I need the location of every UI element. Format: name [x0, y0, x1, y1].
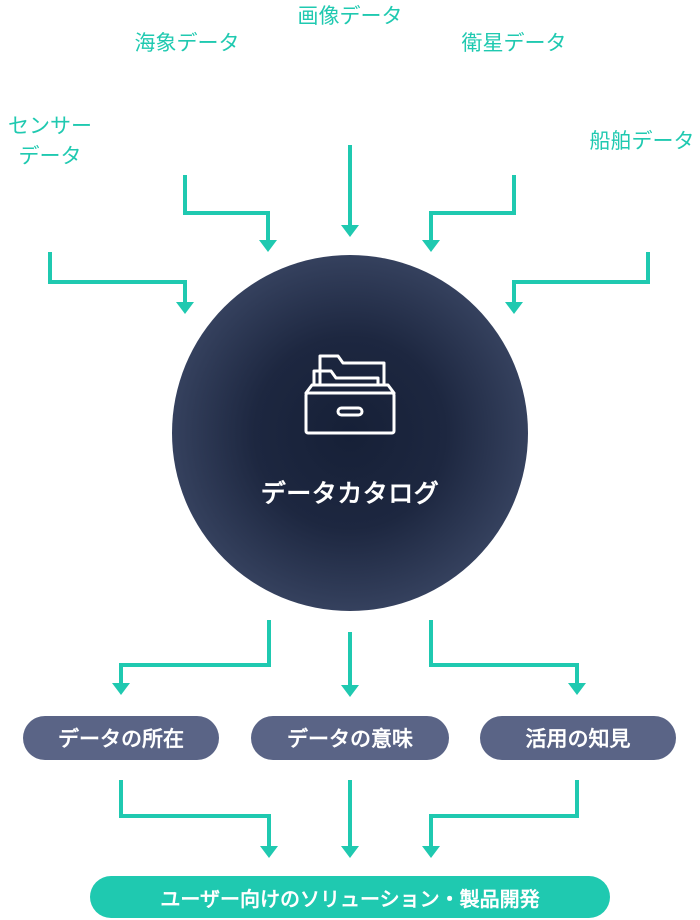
source-label-sensor: センサー データ [8, 114, 92, 168]
arrow-sensor [48, 252, 187, 302]
output-data-location: データの所在 [23, 716, 219, 760]
file-drawer-icon [304, 354, 396, 435]
data-catalog-hub: データカタログ [172, 255, 528, 611]
source-label-ocean: 海象データ [134, 31, 240, 55]
output-data-meaning: データの意味 [251, 716, 449, 760]
final-solution-box: ユーザー向けのソリューション・製品開発 [90, 876, 610, 918]
arrow-to-location [119, 620, 271, 683]
arrow-ship [512, 252, 650, 302]
arrow-satellite [429, 175, 516, 240]
arrow-insight-to-final [429, 780, 579, 846]
arrow-ocean [183, 175, 270, 240]
arrow-to-insight [429, 620, 579, 683]
source-label-satellite: 衛星データ [461, 31, 567, 55]
source-label-image: 画像データ [297, 4, 403, 28]
output-usage-insight: 活用の知見 [480, 716, 676, 760]
source-label-ship: 船舶データ [589, 129, 695, 153]
arrow-location-to-final [119, 780, 271, 846]
hub-title: データカタログ [260, 479, 440, 508]
